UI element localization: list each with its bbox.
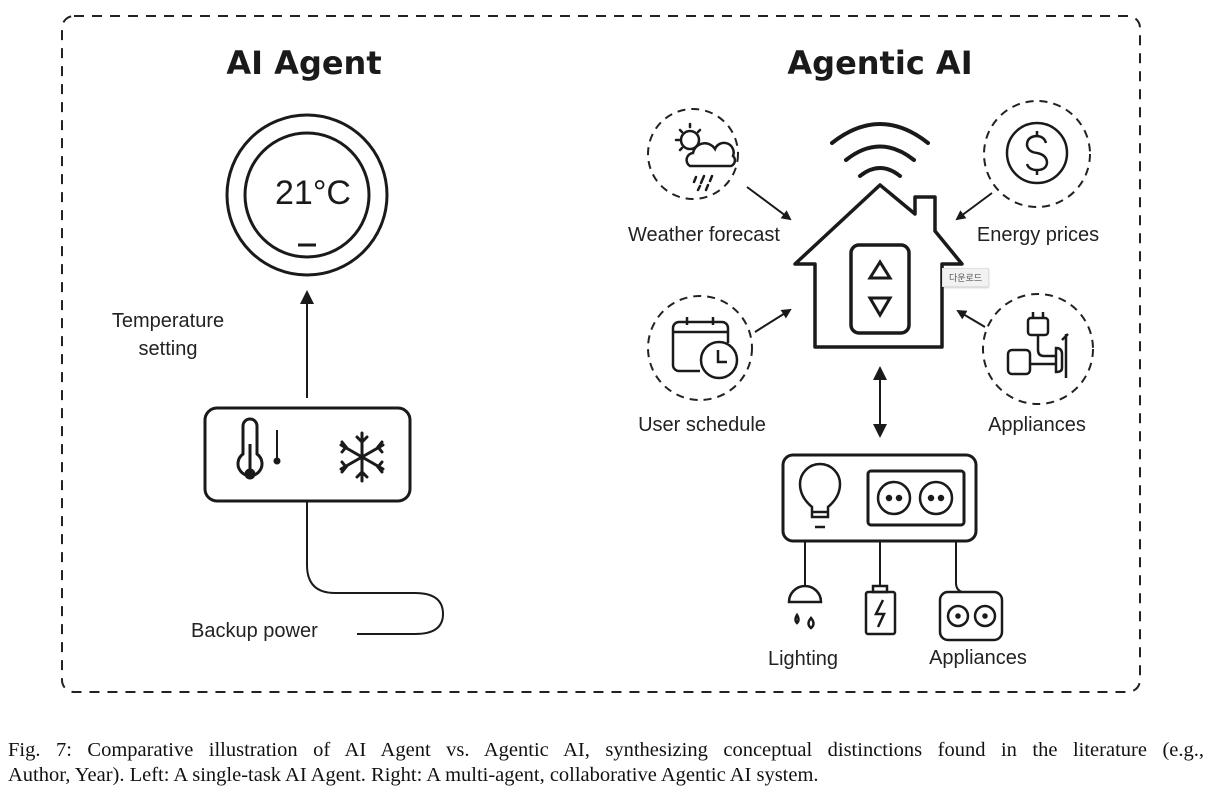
up-arrow-icon xyxy=(867,259,893,280)
dashed-border xyxy=(61,15,1141,693)
energy-arrow xyxy=(955,192,993,221)
appliances-input-label: Appliances xyxy=(988,414,1086,436)
snowflake-icon xyxy=(339,431,385,483)
caption-line-1: Fig. 7: Comparative illustration of AI A… xyxy=(8,739,1204,761)
ceiling-lamp-icon xyxy=(787,584,823,630)
ai-agent-title: AI Agent xyxy=(226,44,382,82)
thermostat-readout: 21°C xyxy=(275,174,351,212)
download-tooltip[interactable]: 다운로드 xyxy=(942,268,990,287)
temperature-setting-label-line1: Temperature xyxy=(111,310,225,332)
appliances-arrow xyxy=(956,309,986,328)
power-hub xyxy=(781,453,978,543)
temperature-setting-label-line2: setting xyxy=(138,338,198,360)
user-schedule-node xyxy=(647,295,753,401)
double-socket-icon xyxy=(876,480,954,516)
hub-control-panel xyxy=(849,243,911,335)
agentic-ai-title: Agentic AI xyxy=(787,44,973,82)
figure-frame xyxy=(61,15,1141,693)
weather-icon xyxy=(674,122,737,192)
calendar-clock-icon xyxy=(671,317,739,380)
backup-power-cable xyxy=(306,501,445,635)
appliances-node xyxy=(982,293,1094,405)
smart-home-icon xyxy=(793,183,964,349)
figure-caption: Fig. 7: Comparative illustration of AI A… xyxy=(8,738,1204,788)
diagram-canvas xyxy=(61,15,1141,693)
hub-wires xyxy=(804,541,963,593)
appliances-output-label: Appliances xyxy=(929,647,1027,669)
backup-power-label: Backup power xyxy=(191,620,318,642)
dollar-icon xyxy=(1005,121,1069,185)
weather-arrow xyxy=(746,186,792,221)
thermostat-icon xyxy=(225,113,389,277)
ac-unit-box xyxy=(203,406,412,503)
double-socket-plate xyxy=(866,469,966,527)
caption-line-2: Author, Year). Left: A single-task AI Ag… xyxy=(8,764,819,786)
weather-node xyxy=(647,108,739,200)
thermometer-icon xyxy=(236,417,281,480)
wifi-icon xyxy=(830,122,930,178)
energy-prices-label: Energy prices xyxy=(976,224,1100,246)
battery-icon xyxy=(864,584,897,636)
user-schedule-arrow xyxy=(754,308,792,333)
user-schedule-label: User schedule xyxy=(638,414,766,436)
lighting-label: Lighting xyxy=(767,648,839,670)
down-arrow-icon xyxy=(867,296,893,318)
socket-icon xyxy=(938,590,1004,642)
energy-node xyxy=(983,100,1091,208)
light-bulb-icon xyxy=(798,462,842,529)
weather-forecast-label: Weather forecast xyxy=(628,224,780,246)
appliance-plug-icon xyxy=(1006,312,1069,378)
